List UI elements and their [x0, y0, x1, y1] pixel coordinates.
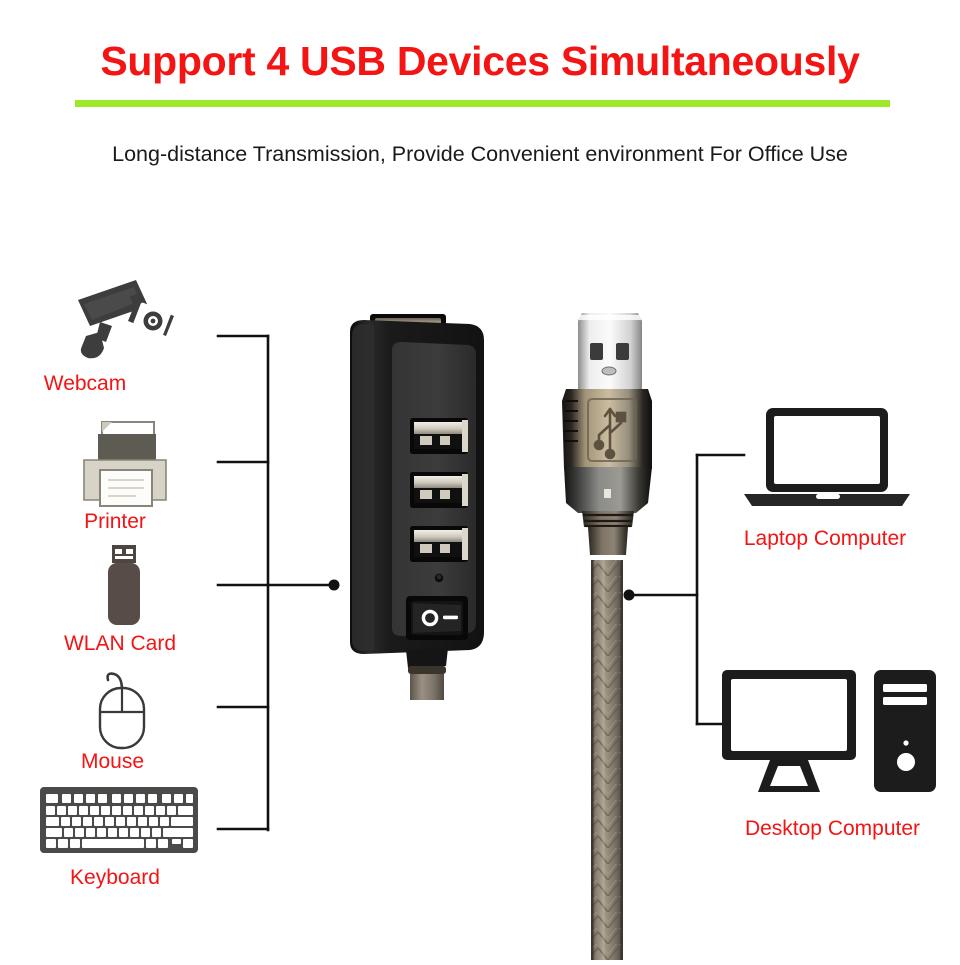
label-printer: Printer [84, 510, 146, 533]
desktop-tower-icon [722, 670, 942, 800]
printer-icon [76, 420, 172, 508]
page-title: Support 4 USB Devices Simultaneously [100, 38, 860, 84]
label-mouse: Mouse [80, 750, 145, 773]
security-camera-icon [70, 278, 182, 364]
header-divider [75, 100, 890, 107]
laptop-icon [742, 406, 910, 510]
mouse-icon [88, 668, 158, 752]
label-keyboard: Keyboard [70, 866, 160, 889]
keyboard-icon [40, 787, 198, 853]
left-connection-dot [328, 579, 340, 591]
label-desktop-computer: Desktop Computer [744, 817, 921, 840]
label-laptop-computer: Laptop Computer [743, 527, 907, 550]
usb-hub-device [344, 310, 504, 700]
label-webcam: Webcam [43, 372, 127, 395]
usb-a-plug [552, 305, 662, 595]
usb-trident-icon [593, 407, 627, 460]
usb-cable [588, 560, 628, 960]
page-subtitle: Long-distance Transmission, Provide Conv… [112, 142, 848, 166]
usb-flash-drive-icon [100, 545, 148, 627]
label-wlan-card: WLAN Card [63, 632, 177, 655]
